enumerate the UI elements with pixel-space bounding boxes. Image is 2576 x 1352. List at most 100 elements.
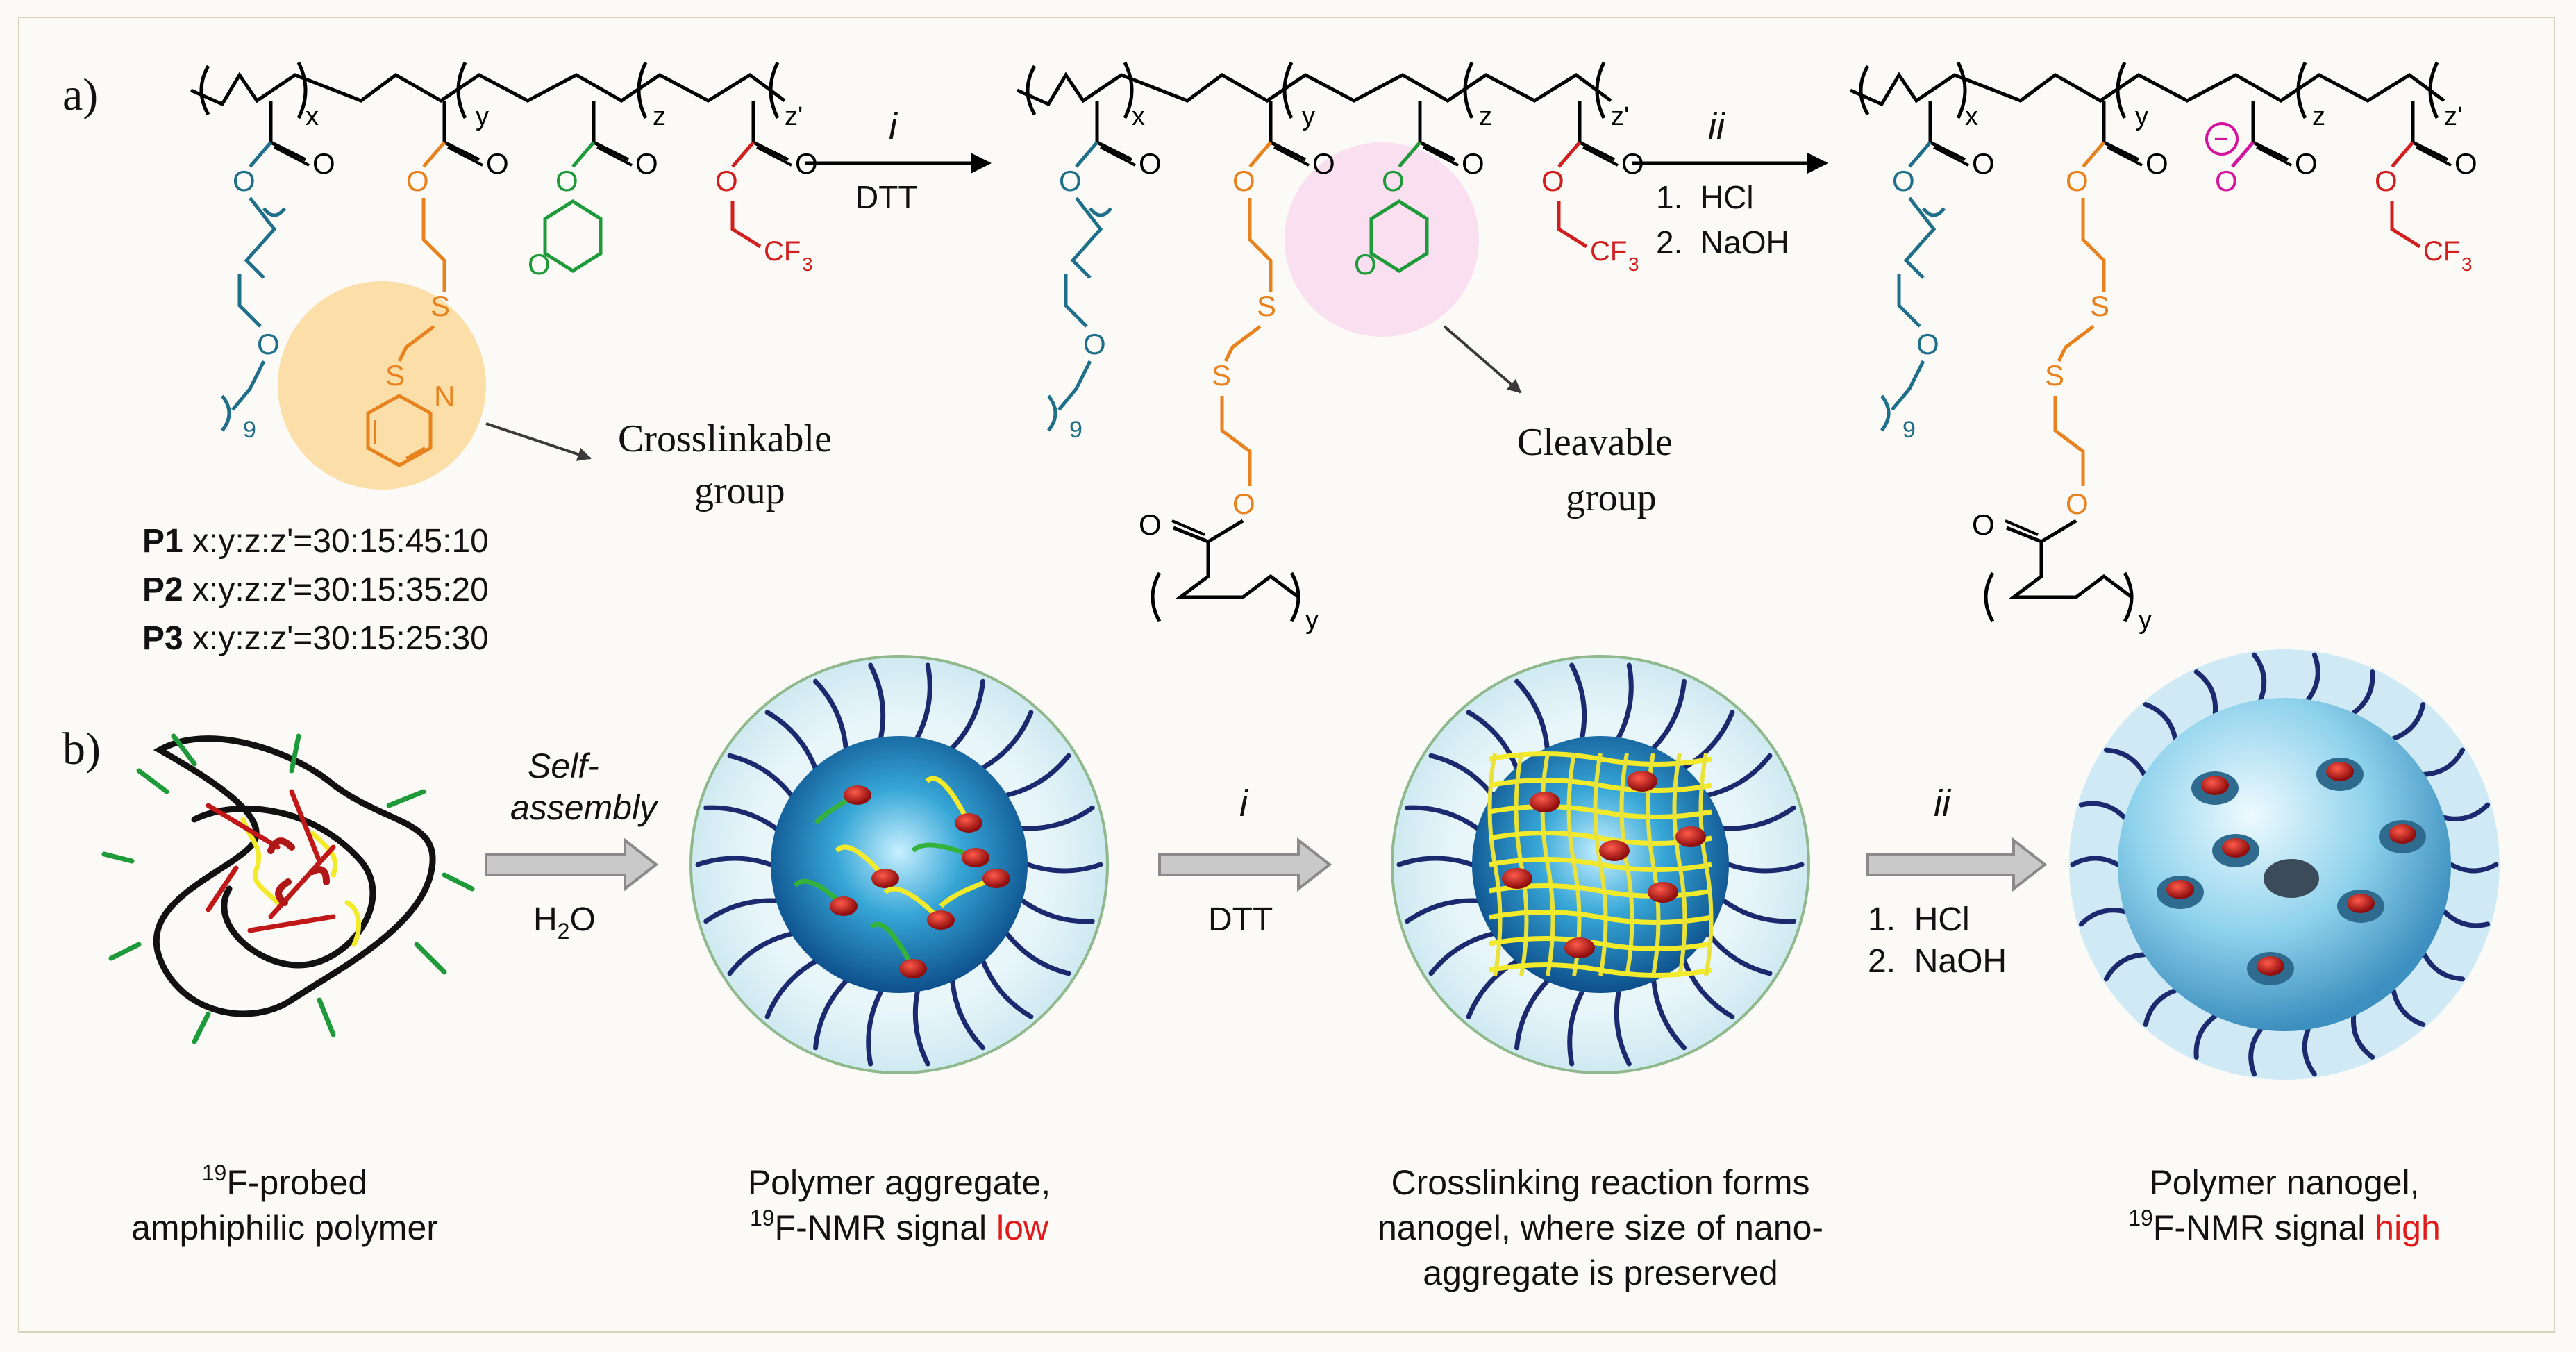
step-ii-line2: 2. NaOH xyxy=(1656,224,1789,260)
atom-o: O xyxy=(2146,147,2168,180)
atom-s: S xyxy=(1257,290,1276,322)
figure-border xyxy=(18,17,2555,1333)
atom-o: O xyxy=(1232,165,1255,197)
atom-o: O xyxy=(1059,165,1082,197)
crosslinkable-label-line1: Crosslinkable xyxy=(618,417,832,460)
atom-s: S xyxy=(2090,290,2109,322)
subscript-y: y xyxy=(1302,102,1315,131)
atom-s: S xyxy=(2045,359,2064,392)
atom-o: O xyxy=(635,147,658,180)
step-i-label: i xyxy=(889,106,898,147)
subscript-9: 9 xyxy=(243,417,256,443)
ratio-p3: P3 x:y:z:z'=30:15:25:30 xyxy=(142,620,489,657)
cleavable-pointer xyxy=(1443,325,1522,394)
subscript-zprime: z' xyxy=(785,102,803,131)
ratio-p1: P1 x:y:z:z'=30:15:45:10 xyxy=(142,523,489,560)
cleavable-label-line2: group xyxy=(1566,476,1657,519)
subscript-zprime: z' xyxy=(1611,102,1629,131)
arrow3-label: ii xyxy=(1934,783,1952,824)
step-ii-label: ii xyxy=(1708,106,1726,147)
process-arrow-hcl-naoh: ii 1. HCl 2. NaOH xyxy=(1866,783,2048,980)
atom-o: O xyxy=(2066,487,2089,520)
subscript-x: x xyxy=(306,102,319,131)
caption-3-line3: aggregate is preserved xyxy=(1423,1253,1778,1292)
atom-o: O xyxy=(486,147,509,180)
atom-cf3: CF xyxy=(1590,236,1627,267)
subscript-y: y xyxy=(2135,102,2148,131)
atom-o: O xyxy=(1382,165,1405,197)
panel-label-b: b) xyxy=(62,724,101,774)
step-i-reagent: DTT xyxy=(855,179,917,215)
atom-s: S xyxy=(430,290,450,322)
atom-o: O xyxy=(555,165,578,197)
atom-o: O xyxy=(2454,147,2477,180)
crosslinked-aggregate-illustration xyxy=(1391,655,1810,1074)
arrow1-line1: Self- xyxy=(528,746,599,785)
atom-cf3-sub: 3 xyxy=(1628,253,1639,275)
polymer-nanogel-illustration xyxy=(2069,649,2500,1080)
arrow2-reagent: DTT xyxy=(1208,901,1273,938)
process-arrow-self-assembly: Self- assembly H2O xyxy=(485,746,659,944)
arrow3-line1: 1. HCl xyxy=(1868,901,1970,938)
subscript-x: x xyxy=(1132,102,1145,131)
atom-cf3-sub: 3 xyxy=(802,253,813,275)
arrow1-line2: assembly xyxy=(510,788,659,827)
panel-label-a: a) xyxy=(62,69,98,120)
atom-o-carboxylate: O xyxy=(2215,165,2238,197)
subscript-9: 9 xyxy=(1902,417,1916,443)
negative-charge-symbol: − xyxy=(2214,124,2228,153)
atom-o: O xyxy=(2375,165,2398,197)
atom-o: O xyxy=(1139,508,1162,541)
arrow3-line2: 2. NaOH xyxy=(1868,943,2007,980)
atom-o: O xyxy=(715,165,738,197)
tangled-polymer-illustration xyxy=(101,733,475,1044)
atom-o: O xyxy=(2295,147,2318,180)
arrow2-label: i xyxy=(1239,783,1249,824)
ratio-p2: P2 x:y:z:z'=30:15:35:20 xyxy=(142,571,489,608)
backbone xyxy=(190,72,786,107)
caption-1-line2: amphiphilic polymer xyxy=(131,1208,438,1247)
caption-3-line1: Crosslinking reaction forms xyxy=(1391,1163,1810,1202)
caption-4-line2: 19F-NMR signal high xyxy=(2128,1205,2441,1247)
caption-4-line1: Polymer nanogel, xyxy=(2149,1163,2419,1202)
caption-1-line1: 19F-probed xyxy=(202,1160,367,1202)
atom-cf3: CF xyxy=(2423,236,2460,267)
atom-o: O xyxy=(1892,165,1915,197)
subscript-z: z xyxy=(2312,102,2325,131)
subscript-zprime: z' xyxy=(2444,102,2462,131)
polymer-aggregate-illustration xyxy=(689,655,1109,1074)
atom-o: O xyxy=(1972,147,1995,180)
negative-charge-icon xyxy=(2205,122,2239,156)
atom-o: O xyxy=(1312,147,1335,180)
atom-s: S xyxy=(1212,359,1231,392)
atom-o: O xyxy=(1354,248,1377,281)
atom-o: O xyxy=(312,147,335,180)
subscript-z: z xyxy=(653,102,666,131)
reaction-arrow-i: i DTT xyxy=(805,106,992,215)
atom-o: O xyxy=(406,165,429,197)
subscript-y: y xyxy=(2139,606,2152,635)
atom-o: O xyxy=(2066,165,2089,197)
caption-3-line2: nanogel, where size of nano- xyxy=(1378,1208,1823,1247)
subscript-y: y xyxy=(476,102,489,131)
process-arrow-dtt: i DTT xyxy=(1158,783,1332,938)
structure-1-polymer: x y z z' O O O 9 O O S S N xyxy=(190,61,818,490)
structure-3-hydrolyzed: x y z z' O O O 9 O O S S O O xyxy=(1849,61,2477,635)
subscript-9: 9 xyxy=(1069,417,1082,443)
atom-o: O xyxy=(528,248,551,281)
subscript-x: x xyxy=(1965,102,1978,131)
atom-o: O xyxy=(1541,165,1564,197)
atom-n: N xyxy=(434,380,455,412)
atom-o: O xyxy=(1916,328,1939,360)
atom-cf3: CF xyxy=(764,236,801,267)
caption-2-line1: Polymer aggregate, xyxy=(748,1163,1051,1202)
atom-o: O xyxy=(1232,487,1255,520)
atom-o: O xyxy=(1972,508,1995,541)
subscript-y: y xyxy=(1305,606,1319,635)
ratio-list: P1 x:y:z:z'=30:15:45:10 P2 x:y:z:z'=30:1… xyxy=(142,523,489,657)
cleavable-halo xyxy=(1285,142,1479,337)
step-ii-line1: 1. HCl xyxy=(1656,179,1754,215)
atom-o: O xyxy=(1083,328,1106,360)
